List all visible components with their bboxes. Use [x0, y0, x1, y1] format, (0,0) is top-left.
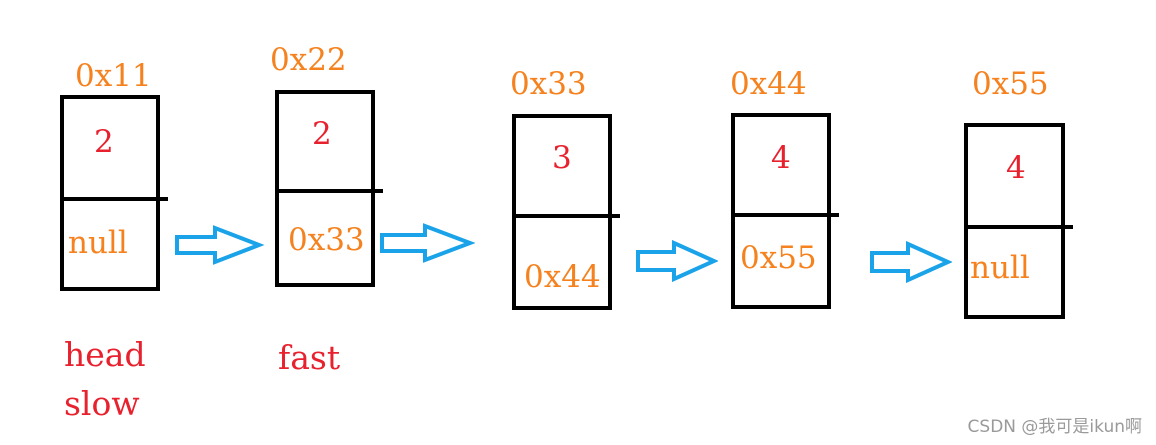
node-1-address: 0x11: [75, 58, 152, 94]
node-4: [731, 113, 839, 309]
node-1-next: null: [68, 225, 128, 261]
node-5-divider: [964, 225, 1073, 229]
node-5-next: null: [970, 250, 1030, 286]
right-arrow-icon: [380, 223, 475, 263]
node-4-value: 4: [771, 140, 791, 176]
node-4-next: 0x55: [740, 240, 817, 276]
fast-label: fast: [278, 338, 341, 377]
node-5: [964, 123, 1073, 319]
node-4-divider: [731, 213, 839, 217]
node-3-value: 3: [552, 140, 572, 176]
right-arrow-icon: [175, 225, 265, 265]
node-5-address: 0x55: [972, 66, 1049, 102]
right-arrow-icon: [636, 240, 718, 282]
node-3-divider: [512, 214, 620, 218]
slow-label: slow: [64, 384, 140, 423]
node-3-next: 0x44: [524, 259, 601, 295]
node-5-value: 4: [1006, 150, 1026, 186]
node-4-address: 0x44: [730, 66, 807, 102]
csdn-watermark: CSDN @我可是ikun啊: [967, 417, 1142, 437]
node-1: [60, 95, 168, 291]
node-3-address: 0x33: [510, 66, 587, 102]
node-1-divider: [60, 197, 168, 201]
right-arrow-icon: [870, 241, 952, 283]
node-1-value: 2: [94, 124, 114, 160]
head-label: head: [64, 335, 146, 374]
node-2-next: 0x33: [288, 222, 365, 258]
node-2-divider: [275, 189, 383, 193]
node-3: [512, 114, 620, 310]
node-2: [275, 90, 383, 287]
node-2-value: 2: [312, 116, 332, 152]
node-2-address: 0x22: [270, 42, 347, 78]
